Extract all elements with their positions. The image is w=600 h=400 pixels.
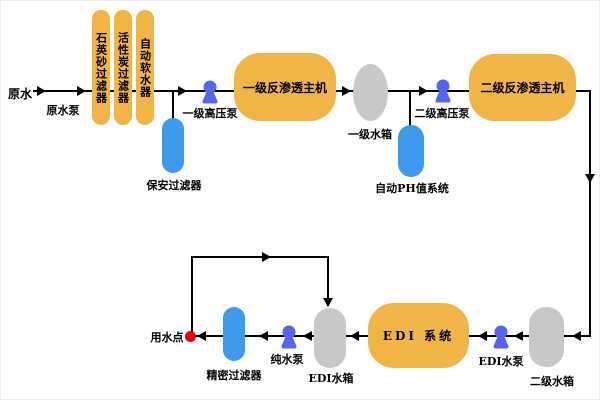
stage2-tank xyxy=(529,307,564,367)
pipe-recirc-top xyxy=(191,256,329,258)
flow-arrow-icon xyxy=(419,86,428,96)
precision-filter xyxy=(223,307,245,361)
flow-arrow-icon xyxy=(178,86,187,96)
stage1-hp-pump-icon xyxy=(202,80,218,104)
auto-softener-label: 自动软水器 xyxy=(138,37,152,98)
edi-tank-label: EDI水箱 xyxy=(308,372,354,385)
raw-water-label: 原水 xyxy=(7,87,33,101)
pure-water-pump-label: 纯水泵 xyxy=(270,353,304,366)
flow-arrow-icon xyxy=(572,331,581,341)
edi-pump-label: EDI水泵 xyxy=(478,355,524,368)
pipe-security-filter-drop xyxy=(172,90,174,120)
stage2-hp-pump-icon xyxy=(435,79,451,103)
flow-arrow-icon xyxy=(585,174,595,183)
flow-arrow-icon xyxy=(197,331,206,341)
stage1-tank-label: 一级水箱 xyxy=(348,128,392,141)
edi-system: EDI 系统 xyxy=(368,303,469,368)
security-filter xyxy=(162,118,184,173)
flow-arrow-icon xyxy=(323,298,333,307)
auto-ph-system-label: 自动PH值系统 xyxy=(375,182,449,195)
pipe-ph-system-drop xyxy=(409,90,411,128)
pipe-right-vertical xyxy=(589,90,591,337)
raw-water-pump-label: 原水泵 xyxy=(46,104,80,117)
flow-arrow-icon xyxy=(342,86,351,96)
flow-arrow-icon xyxy=(259,331,268,341)
water-use-point-label: 用水点 xyxy=(150,331,184,344)
flow-arrow-icon xyxy=(350,331,359,341)
stage1-ro-unit-label: 一级反渗透主机 xyxy=(242,80,327,95)
stage1-ro-unit: 一级反渗透主机 xyxy=(234,53,336,121)
security-filter-label: 保安过滤器 xyxy=(146,179,202,192)
edi-tank xyxy=(314,308,346,368)
flow-arrow-icon xyxy=(262,252,271,262)
activated-carbon-filter-label: 活性炭过滤器 xyxy=(116,31,130,104)
stage2-ro-unit-label: 二级反渗透主机 xyxy=(480,81,565,95)
auto-softener: 自动软水器 xyxy=(136,10,154,125)
flow-arrow-icon xyxy=(303,331,312,341)
quartz-sand-filter: 石英砂过滤器 xyxy=(92,10,110,125)
flow-arrow-icon xyxy=(77,86,86,96)
water-use-point-dot xyxy=(185,331,196,342)
stage2-ro-unit: 二级反渗透主机 xyxy=(469,54,576,121)
edi-pump-icon xyxy=(493,325,509,349)
edi-system-label: EDI 系统 xyxy=(382,329,455,343)
precision-filter-label: 精密过滤器 xyxy=(206,369,262,382)
auto-ph-system xyxy=(398,125,424,177)
stage1-hp-pump-label: 一级高压泵 xyxy=(182,107,238,120)
flow-arrow-icon xyxy=(37,86,46,96)
flow-arrow-icon xyxy=(514,331,523,341)
stage2-tank-label: 二级水箱 xyxy=(530,375,574,388)
stage1-tank xyxy=(353,64,388,121)
flow-arrow-icon xyxy=(478,331,487,341)
quartz-sand-filter-label: 石英砂过滤器 xyxy=(94,31,108,104)
pipe-recirc-left-vertical xyxy=(191,256,193,334)
activated-carbon-filter: 活性炭过滤器 xyxy=(114,10,132,125)
stage2-hp-pump-label: 二级高压泵 xyxy=(414,107,470,120)
pure-water-pump-icon xyxy=(281,325,297,349)
pipe-recirc-right-vertical xyxy=(327,256,329,306)
